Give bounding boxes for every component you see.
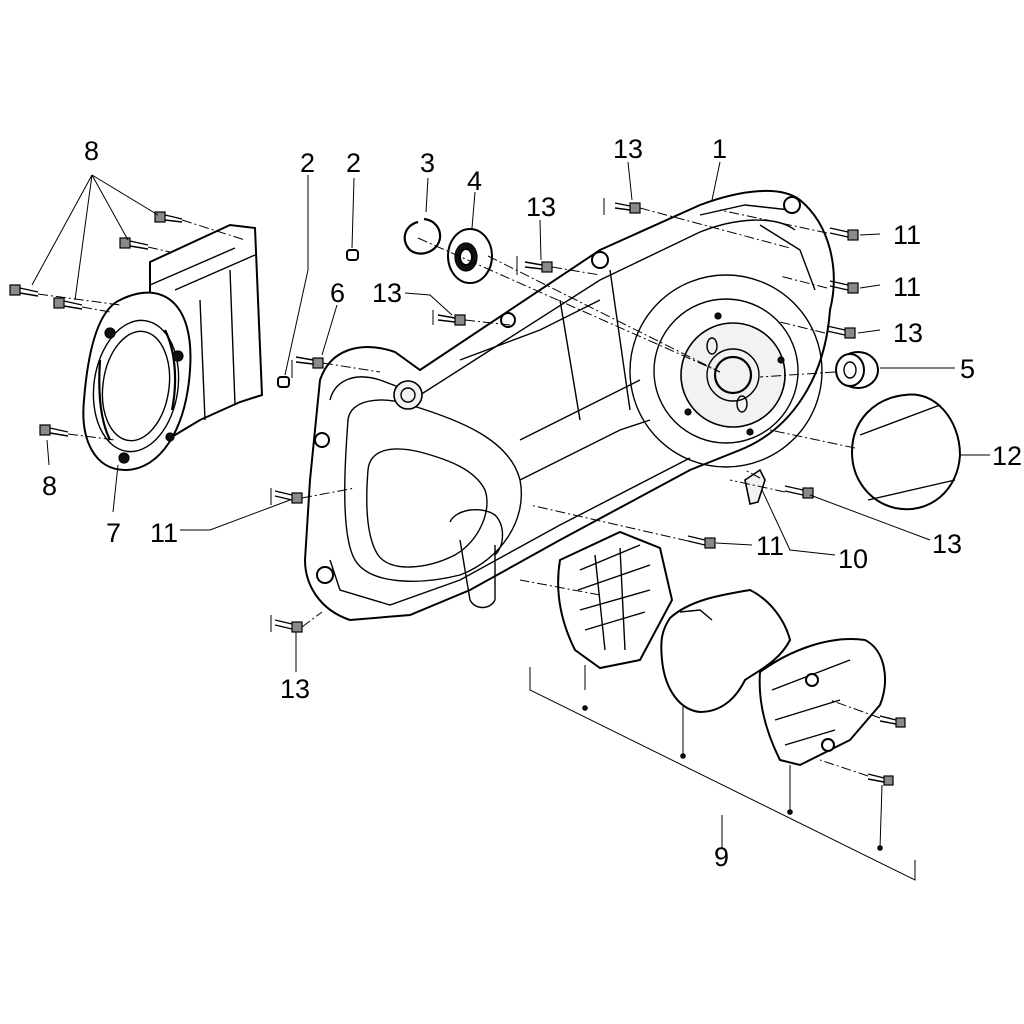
screw-6 bbox=[295, 356, 324, 369]
callout-5: 5 bbox=[960, 354, 975, 384]
callout-13-bottom: 13 bbox=[280, 674, 310, 704]
screw-11-mid bbox=[687, 535, 716, 549]
screw-top-13 bbox=[614, 202, 641, 214]
leader-lines bbox=[31, 161, 990, 881]
screw-9a bbox=[879, 715, 906, 728]
callout-1: 1 bbox=[712, 134, 727, 164]
part-3-circlip bbox=[403, 217, 442, 255]
part-12-cap bbox=[850, 393, 962, 511]
screw-13-left bbox=[437, 314, 466, 326]
callout-11-r2: 11 bbox=[893, 272, 921, 302]
callout-11-r1: 11 bbox=[893, 220, 921, 250]
callout-13-top: 13 bbox=[613, 134, 643, 164]
part-7-shroud-plate bbox=[82, 223, 264, 472]
screw-11-left bbox=[274, 490, 303, 504]
callout-2-left: 2 bbox=[300, 148, 315, 178]
callout-3: 3 bbox=[420, 148, 435, 178]
callout-13-r: 13 bbox=[893, 318, 923, 348]
callout-6: 6 bbox=[330, 278, 345, 308]
screw-8d bbox=[53, 297, 83, 310]
screw-8b bbox=[119, 237, 149, 250]
callout-2-right: 2 bbox=[346, 148, 361, 178]
callout-13-mid: 13 bbox=[526, 192, 556, 222]
callout-13-cap: 13 bbox=[932, 529, 962, 559]
screw-13-cap bbox=[784, 485, 814, 499]
callout-12: 12 bbox=[992, 441, 1022, 471]
screw-11-r1 bbox=[829, 227, 859, 241]
callout-13-left: 13 bbox=[372, 278, 402, 308]
screw-9b bbox=[867, 773, 894, 786]
alignment-lines bbox=[270, 198, 881, 777]
part-5-washer bbox=[835, 351, 879, 389]
part-10-clip bbox=[744, 468, 766, 505]
part-9-inner-cover-assembly bbox=[557, 530, 886, 767]
part-2-dowels bbox=[277, 249, 359, 388]
callout-9: 9 bbox=[714, 842, 729, 872]
screw-13-mid bbox=[524, 261, 553, 273]
screw-11-r2 bbox=[829, 280, 859, 294]
callout-7: 7 bbox=[106, 518, 121, 548]
part-1-crankcase-cover bbox=[303, 190, 835, 622]
callout-4: 4 bbox=[467, 166, 482, 196]
callout-11-mid: 11 bbox=[756, 531, 784, 561]
screw-13-bottom bbox=[274, 619, 303, 633]
callout-labels: 8 2 2 3 4 13 13 1 6 13 11 11 13 5 12 8 7… bbox=[42, 134, 1022, 872]
callout-10: 10 bbox=[838, 544, 868, 574]
callout-11-left: 11 bbox=[150, 518, 178, 548]
part-4-bearing bbox=[447, 228, 493, 284]
screw-13-r bbox=[826, 325, 856, 339]
callout-8-bottom: 8 bbox=[42, 471, 57, 501]
screw-8e bbox=[39, 424, 69, 437]
screw-8c bbox=[9, 284, 39, 297]
part-8-screws bbox=[9, 211, 246, 441]
callout-8-top: 8 bbox=[84, 136, 99, 166]
screw-8a bbox=[154, 211, 183, 223]
